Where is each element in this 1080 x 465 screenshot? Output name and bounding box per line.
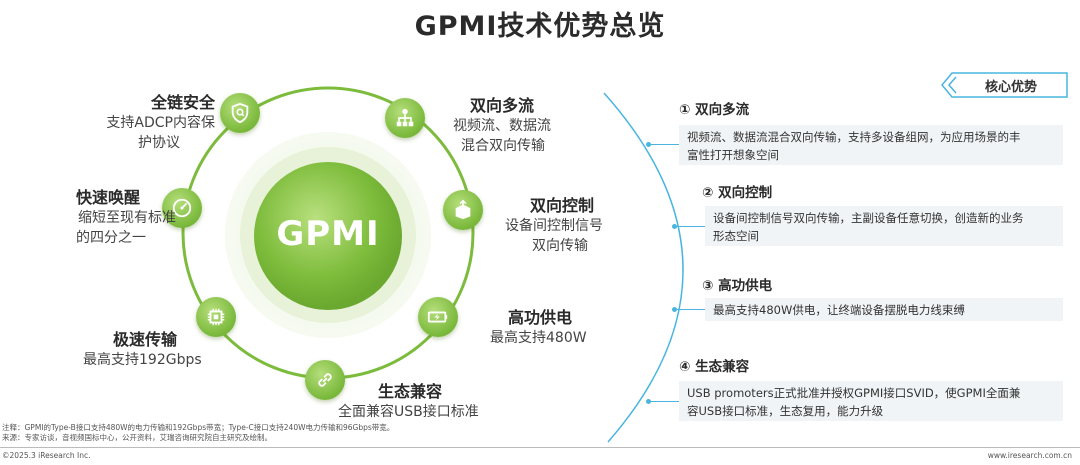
adv-box-4: USB promoters正式批准并授权GPMI接口SVID，使GPMI全面兼 … (679, 381, 1063, 421)
adv-title-3: ③ 高功供电 (702, 278, 773, 294)
adv-box-3: 最高支持480W供电，让终端设备摆脱电力线束缚 (705, 298, 1063, 321)
center-label: GPMI (276, 214, 380, 254)
adv-title-1: ① 双向多流 (679, 102, 750, 118)
feature-ecosystem: 生态兼容 全面兼容USB接口标准 (338, 382, 479, 420)
box-arrows-icon (443, 190, 483, 230)
feature-power: 高功供电 最高支持480W (490, 308, 587, 346)
badge-label: 核心优势 (984, 80, 1037, 95)
connector-dot-2 (672, 224, 677, 229)
feature-speed: 极速传输 最高支持192Gbps (83, 330, 202, 368)
connector-dot-3 (672, 307, 677, 312)
note-text: 注释：GPMI的Type-B接口支持480W的电力传输和192Gbps带宽；Ty… (2, 423, 395, 432)
source-text: 来源：专家访谈，音视频国标中心，公开资料，艾瑞咨询研究院自主研究及绘制。 (2, 433, 272, 442)
adv-title-4: ④ 生态兼容 (679, 359, 750, 375)
connector-1 (650, 144, 679, 145)
adv-box-2: 设备间控制信号双向传输，主副设备任意切换，创造新的业务 形态空间 (705, 206, 1063, 246)
footer-url: www.iresearch.com.cn (987, 451, 1072, 460)
shield-icon (220, 93, 260, 133)
connector-3 (676, 309, 705, 310)
chip-icon (196, 297, 236, 337)
battery-icon (418, 297, 458, 337)
feature-security: 全链安全 支持ADCP内容保 护协议 (106, 93, 215, 151)
network-icon (385, 98, 425, 138)
footer-copyright: ©2025.3 iResearch Inc. (2, 451, 91, 460)
connector-dot-4 (646, 399, 651, 404)
connector-4 (650, 401, 679, 402)
feature-multistream: 双向多流 视频流、数据流 混合双向传输 (453, 96, 551, 154)
connector-dot-1 (646, 142, 651, 147)
gauge-icon (162, 188, 202, 228)
center-circle (254, 162, 402, 310)
feature-bidir-control: 双向控制 设备间控制信号 双向传输 (505, 196, 603, 254)
connector-2 (676, 226, 705, 227)
feature-fast-wake: 快速唤醒 缩短至现有标准 的四分之一 (75, 188, 176, 246)
footer-divider (0, 447, 1080, 448)
right-arc (603, 92, 684, 443)
adv-title-2: ② 双向控制 (702, 185, 773, 201)
adv-box-1: 视频流、数据流混合双向传输，支持多设备组网，为应用场景的丰 富性打开想象空间 (679, 125, 1063, 165)
page-title: GPMI技术优势总览 (414, 11, 666, 42)
link-icon (305, 360, 345, 400)
badge-shape (941, 72, 1068, 98)
